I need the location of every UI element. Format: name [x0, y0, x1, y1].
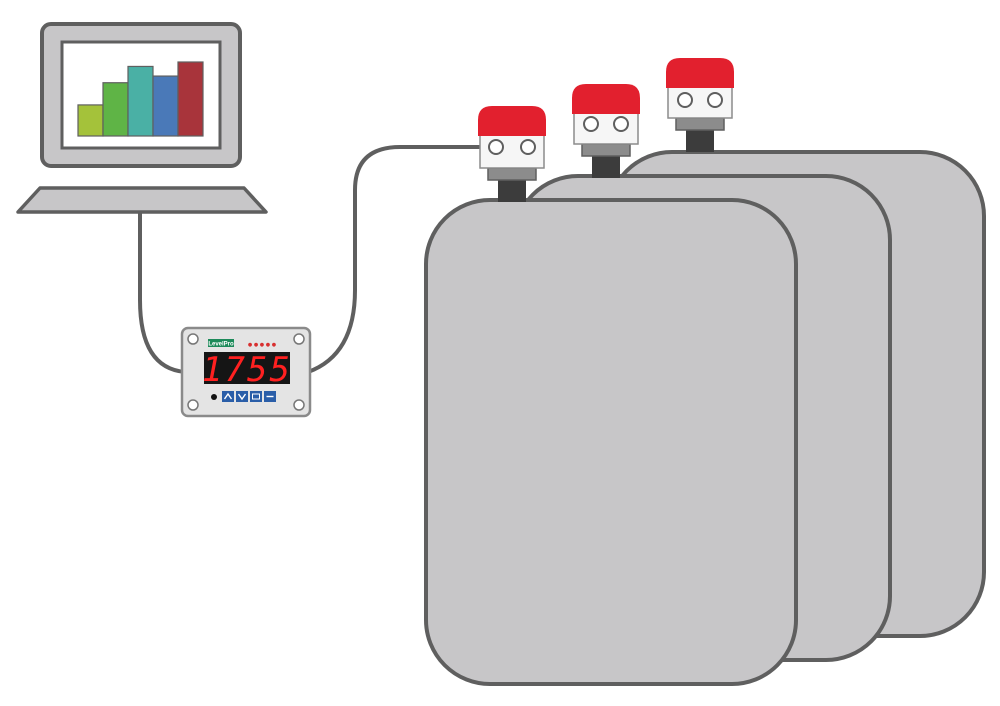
- cable-computer-to-display: [138, 212, 186, 374]
- screw-icon: [293, 333, 305, 345]
- sensor-back-collar: [675, 117, 725, 131]
- enter-button[interactable]: [264, 391, 276, 402]
- down-arrow-button[interactable]: [236, 391, 248, 402]
- sensor-middle-red-cap: [572, 84, 640, 114]
- bar-chart: [77, 61, 204, 137]
- sensor-front-red-cap: [478, 106, 546, 136]
- sensor-middle-collar: [581, 143, 631, 157]
- sensor-front: [478, 106, 546, 202]
- chart-bar-1: [77, 104, 104, 137]
- brand-label: LevelPro: [208, 342, 234, 348]
- sensor-middle-neck: [592, 154, 620, 178]
- screw-icon: [293, 399, 305, 411]
- sensor-front-collar: [487, 167, 537, 181]
- tank-front-body: [424, 198, 798, 686]
- chart-bar-2: [102, 82, 129, 137]
- brand-badge: [208, 339, 234, 347]
- sensor-back-nut-left: [677, 92, 693, 108]
- screw-icon: [187, 399, 199, 411]
- tank-front: [424, 198, 798, 686]
- computer: [16, 22, 268, 214]
- up-arrow-icon: [223, 392, 233, 400]
- sensor-middle-nut-right: [613, 116, 629, 132]
- down-arrow-icon: [237, 393, 247, 401]
- status-led: [211, 394, 217, 400]
- sensor-middle-nut-left: [583, 116, 599, 132]
- sensor-back-neck: [686, 128, 714, 152]
- menu-button[interactable]: [250, 391, 262, 402]
- chart-bar-3: [127, 65, 154, 137]
- sensor-middle: [572, 84, 640, 178]
- sensor-back: [666, 58, 734, 152]
- chart-bar-5: [177, 61, 204, 137]
- sensor-front-cable-gland: [488, 139, 504, 155]
- chart-bar-4: [152, 75, 179, 137]
- sensor-back-nut-right: [707, 92, 723, 108]
- sensor-front-nut-right: [520, 139, 536, 155]
- led-display-window: [204, 352, 290, 384]
- sensor-front-neck: [498, 178, 526, 202]
- keyboard-base: [16, 186, 268, 214]
- level-reading: 1755: [202, 350, 292, 390]
- status-indicators: ● ● ● ● ●: [248, 342, 277, 348]
- sensor-back-red-cap: [666, 58, 734, 88]
- menu-icon: [252, 393, 260, 400]
- up-arrow-button[interactable]: [222, 391, 234, 402]
- display-unit: LevelPro ● ● ● ● ● 1755: [180, 326, 312, 418]
- cable-display-to-sensor: [307, 145, 492, 374]
- screw-icon: [187, 333, 199, 345]
